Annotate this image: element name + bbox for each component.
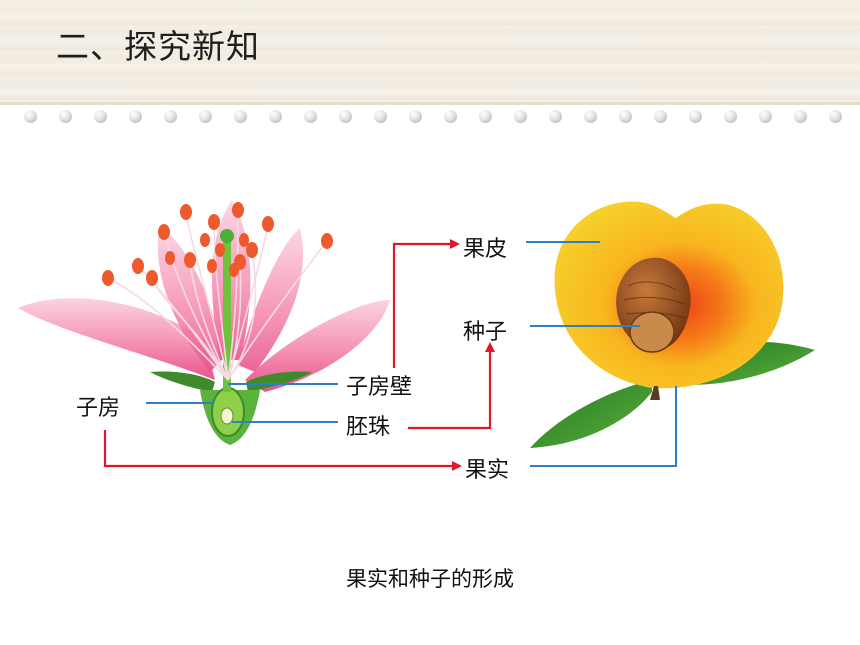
pointer-fruit	[530, 386, 677, 467]
pin-tack	[234, 110, 247, 123]
page-title: 二、探究新知	[56, 27, 260, 66]
label-ovule: 胚珠	[346, 415, 391, 440]
arrow-ovary-wall-to-pericarp	[392, 242, 450, 368]
pin-tack	[129, 110, 142, 123]
stigma	[220, 229, 234, 243]
pin-tack	[724, 110, 737, 123]
pin-tack	[759, 110, 772, 123]
arrow-ovule-to-seed	[408, 352, 492, 430]
pin-tack	[444, 110, 457, 123]
pin-tack	[164, 110, 177, 123]
label-seed: 种子	[463, 320, 508, 345]
pin-tack	[619, 110, 632, 123]
pin-tack	[269, 110, 282, 123]
flower-illustration	[18, 200, 390, 445]
pin-tack	[549, 110, 562, 123]
pin-tack	[304, 110, 317, 123]
pin-tack	[654, 110, 667, 123]
pin-tack	[94, 110, 107, 123]
pin-tack	[59, 110, 72, 123]
pin-tack	[339, 110, 352, 123]
arrow-ovary-to-fruit	[103, 430, 452, 468]
peach-stem	[650, 386, 660, 400]
arrowhead-fruit	[452, 461, 462, 471]
label-ovary: 子房	[76, 396, 121, 421]
leaf-lower	[530, 380, 652, 448]
pointer-lines	[146, 241, 677, 467]
peach-illustration	[530, 201, 815, 448]
pin-row	[0, 110, 860, 126]
figure-caption: 果实和种子的形成	[346, 567, 514, 591]
arrowhead-pericarp	[450, 239, 460, 249]
sepal-right	[246, 371, 312, 392]
pin-tack	[199, 110, 212, 123]
label-ovary-wall: 子房壁	[346, 375, 413, 400]
pin-tack	[24, 110, 37, 123]
petal-back-right	[238, 228, 303, 372]
pin-tack	[584, 110, 597, 123]
ovule-dot	[220, 407, 234, 425]
pin-tack	[829, 110, 842, 123]
arrowhead-seed	[485, 342, 495, 352]
pin-tack	[374, 110, 387, 123]
pin-tack	[514, 110, 527, 123]
pin-tack	[409, 110, 422, 123]
pin-tack	[689, 110, 702, 123]
label-fruit: 果实	[465, 458, 510, 483]
seed	[629, 311, 675, 353]
style	[223, 232, 231, 392]
red-arrows	[103, 242, 492, 468]
wood-header: 二、探究新知	[0, 0, 860, 105]
pin-tack	[479, 110, 492, 123]
label-pericarp: 果皮	[463, 237, 508, 262]
pin-tack	[794, 110, 807, 123]
petal-right	[245, 300, 390, 392]
sepal-left	[150, 371, 215, 392]
